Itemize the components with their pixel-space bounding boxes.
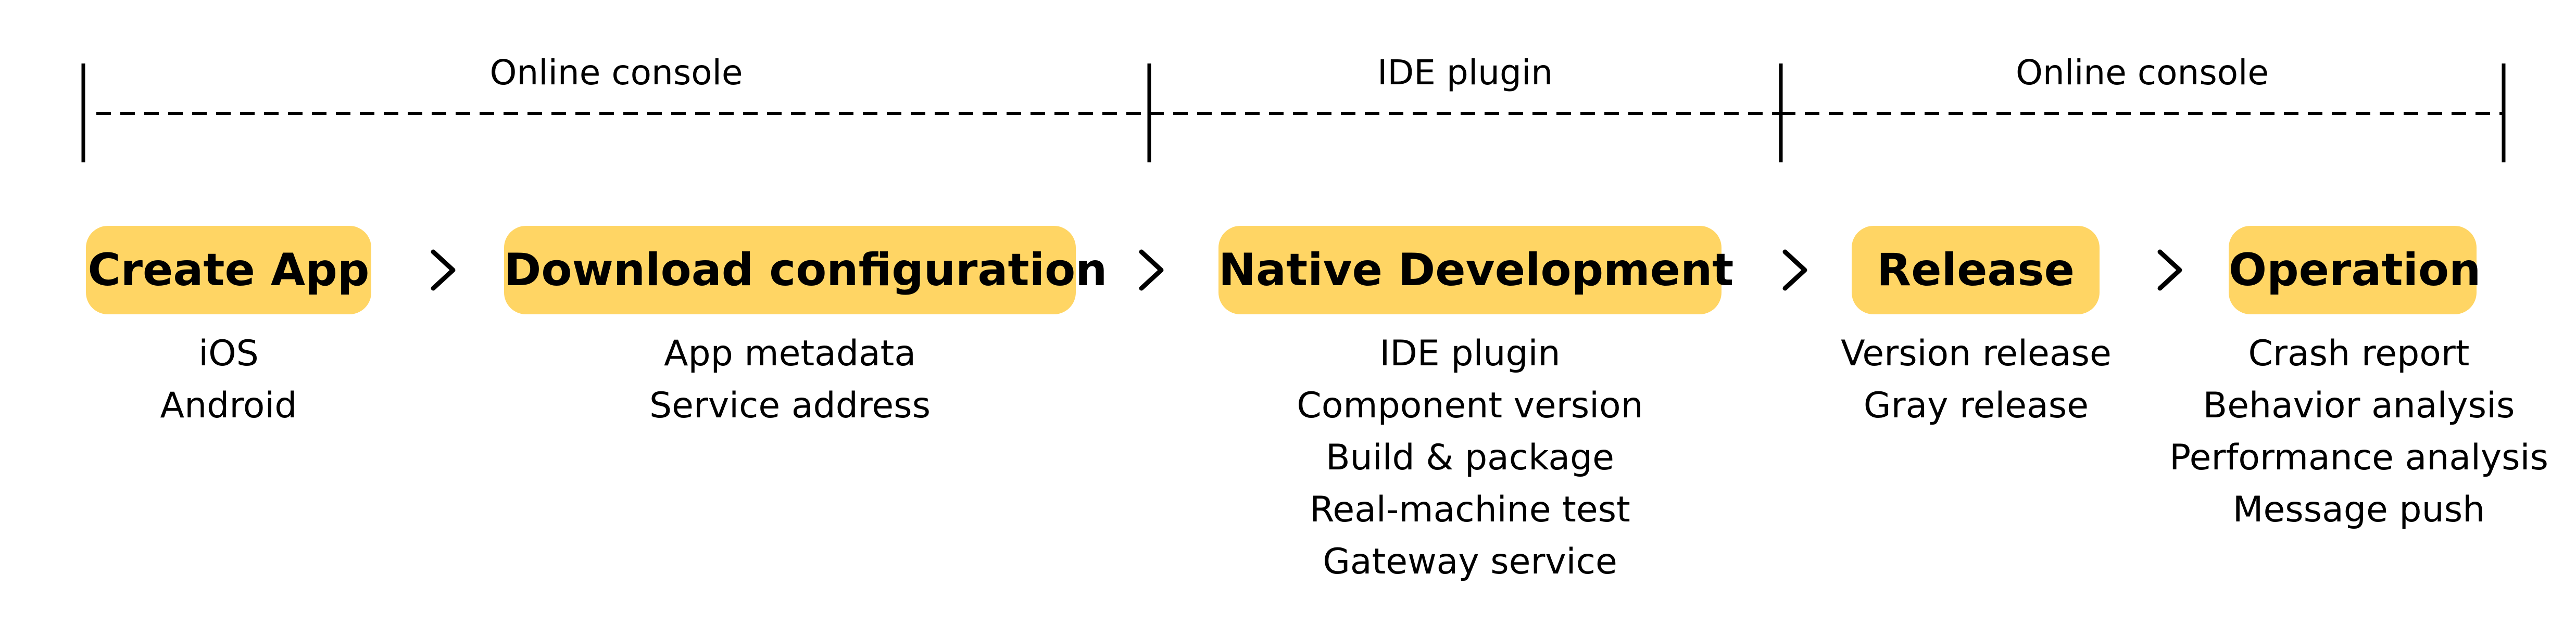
stage-item: Behavior analysis [2203, 385, 2515, 426]
stage-box-release: Release [1852, 226, 2100, 314]
stage-items-native-development: IDE plugin Component version Build & pac… [1218, 328, 1721, 588]
chevron-right-icon [431, 249, 456, 291]
phase-label-online-console-1: Online console [489, 53, 743, 93]
chevron-right-icon [2157, 249, 2182, 291]
phase-label-ide-plugin: IDE plugin [1377, 53, 1553, 93]
stage-items-release: Version release Gray release [1833, 328, 2119, 432]
stage-item: App metadata [663, 333, 916, 374]
stage-item: Build & package [1325, 437, 1615, 478]
phase-label-online-console-2: Online console [2015, 53, 2269, 93]
stage-item: Version release [1841, 333, 2112, 374]
stage-item: Real-machine test [1310, 489, 1630, 530]
stage-box-download-configuration: Download configuration [504, 226, 1107, 314]
stage-box-native-development: Native Development [1218, 226, 1733, 314]
stage-items-download-configuration: App metadata Service address [504, 328, 1076, 432]
stage-item: IDE plugin [1379, 333, 1561, 374]
chevron-right-icon [1139, 249, 1164, 291]
stage-item: Android [160, 385, 297, 426]
stage-box-create-app: Create App [86, 226, 371, 314]
phase-timeline [81, 63, 2506, 162]
stage-item: iOS [198, 333, 259, 374]
stage-item: Service address [649, 385, 931, 426]
stage-item: Crash report [2248, 333, 2470, 374]
stage-item: Component version [1297, 385, 1643, 426]
stage-items-create-app: iOS Android [85, 328, 372, 432]
stage-item: Message push [2232, 489, 2485, 530]
stage-items-operation: Crash report Behavior analysis Performan… [2161, 328, 2557, 536]
stage-item: Performance analysis [2169, 437, 2548, 478]
stage-item: Gray release [1863, 385, 2089, 426]
chevron-right-icon [1782, 249, 1807, 291]
stage-box-operation: Operation [2229, 226, 2481, 314]
stage-item: Gateway service [1323, 541, 1617, 582]
